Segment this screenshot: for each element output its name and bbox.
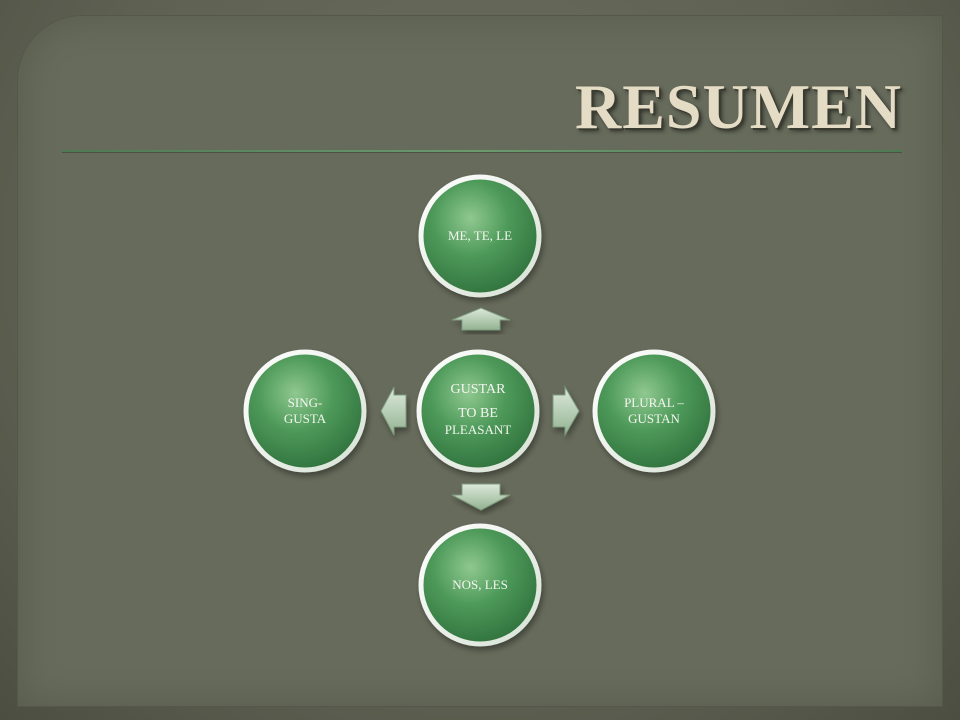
arrow-up <box>451 307 511 331</box>
right-node-line-1: PLURAL – <box>624 395 684 410</box>
arrow-down <box>451 483 511 511</box>
bottom-node-label: NOS, LES <box>452 577 508 592</box>
top-node: ME, TE, LE <box>418 174 542 298</box>
left-node-line-1: SING- <box>288 395 323 410</box>
center-node: GUSTAR TO BE PLEASANT <box>416 349 540 473</box>
left-node: SING- GUSTA <box>243 349 367 473</box>
bottom-node: NOS, LES <box>418 523 542 647</box>
top-node-label: ME, TE, LE <box>448 228 512 243</box>
arrow-left <box>380 386 407 436</box>
left-node-line-2: GUSTA <box>284 411 327 426</box>
center-node-line-3: PLEASANT <box>445 422 512 437</box>
center-node-line-1: GUSTAR <box>451 382 507 397</box>
title-underline <box>62 150 902 152</box>
right-node-line-2: GUSTAN <box>628 411 680 426</box>
center-node-line-2: TO BE <box>458 406 498 421</box>
right-node: PLURAL – GUSTAN <box>592 349 716 473</box>
slide-title: RESUMEN <box>574 71 902 142</box>
arrow-right <box>552 385 580 437</box>
